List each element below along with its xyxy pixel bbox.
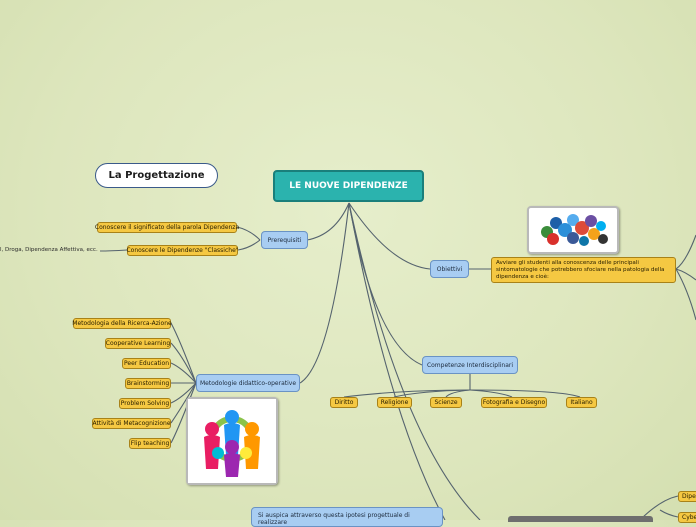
floating-topic-la-progettazione[interactable]: La Progettazione <box>95 163 218 188</box>
subtopic-scienze[interactable]: Scienze <box>430 397 462 408</box>
subtopic-cooperative-learning[interactable]: Cooperative Learning <box>105 338 171 349</box>
subtopic-ricerca-azione[interactable]: Metodologia della Ricerca-Azione <box>72 318 172 329</box>
link-obiettivi <box>348 202 431 270</box>
subtopic-right-cybe[interactable]: Cybe <box>678 512 696 523</box>
teamwork-figures-image <box>186 397 278 485</box>
subtopic-conoscere-significato[interactable]: Conoscere il significato della parola Di… <box>94 222 240 233</box>
link-prerequisiti <box>306 202 350 241</box>
social-network-logos-image <box>527 206 619 254</box>
topic-obiettivi[interactable]: Obiettivi <box>430 260 469 278</box>
subtopic-fotografia-disegno[interactable]: Fotografia e Disegno <box>481 397 547 408</box>
social-logos-icon <box>530 209 616 251</box>
subtopic-diritto[interactable]: Diritto <box>330 397 358 408</box>
subtopic-problem-solving[interactable]: Problem Solving <box>119 398 171 409</box>
subtopic-brainstorming[interactable]: Brainstorming <box>125 378 171 389</box>
topic-prerequisiti[interactable]: Prerequisiti <box>261 231 308 249</box>
subtopic-italiano[interactable]: Italiano <box>566 397 597 408</box>
subtopic-dipendenze-classiche[interactable]: Conoscere le Dipendenze "Classiche" <box>126 245 239 256</box>
subnote-dipendenze-list: l, Droga, Dipendenza Affettiva, ecc. <box>0 247 98 253</box>
partial-topic-bar <box>508 516 653 522</box>
subtopic-metacognizione[interactable]: Attività di Metacognizione <box>92 418 171 429</box>
subtopic-peer-education[interactable]: Peer Education <box>122 358 171 369</box>
link-metodologie <box>299 202 350 384</box>
subtopic-right-dipe[interactable]: Dipe <box>678 491 696 502</box>
topic-conclusione[interactable]: Si auspica attraverso questa ipotesi pro… <box>251 507 443 527</box>
subtopic-avviare-studenti[interactable]: Avviare gli studenti alla conoscenza del… <box>491 257 676 283</box>
central-topic[interactable]: LE NUOVE DIPENDENZE <box>273 170 424 202</box>
topic-competenze-interdisciplinari[interactable]: Competenze Interdisciplinari <box>422 356 518 374</box>
teamwork-figures-icon <box>188 399 276 483</box>
topic-metodologie-didattico-operative[interactable]: Metodologie didattico-operative <box>196 374 300 392</box>
subtopic-religione[interactable]: Religione <box>377 397 412 408</box>
link-conclusione <box>348 202 446 520</box>
subtopic-flip-teaching[interactable]: Flip teaching <box>129 438 171 449</box>
